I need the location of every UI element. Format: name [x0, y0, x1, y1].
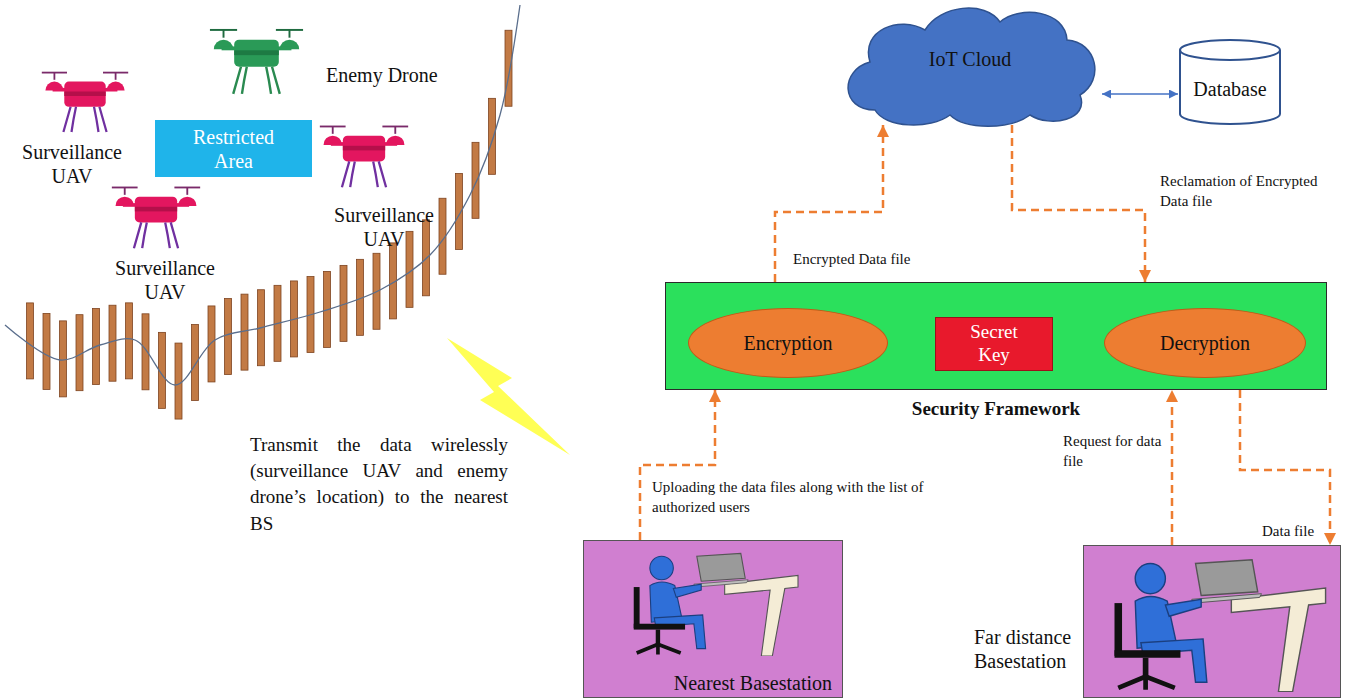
signal-bar	[109, 305, 116, 381]
signal-bar	[126, 303, 133, 379]
node-text: Restricted Area	[179, 125, 289, 173]
connector-arrow	[1240, 390, 1330, 545]
basestation-ground	[583, 540, 843, 698]
node-text: Database	[1193, 63, 1266, 101]
cylinder-shape	[1180, 40, 1280, 124]
database-cylinder: Database	[1178, 38, 1282, 126]
signal-bar	[43, 313, 50, 389]
framework-box: Security FrameworkEncryptionSecret KeyDe…	[665, 282, 1327, 390]
signal-bar	[472, 142, 479, 218]
signal-bar	[225, 299, 232, 375]
process-oval: Encryption	[688, 308, 888, 378]
enemy-drone	[210, 30, 303, 94]
basestation-box: Far distance Basestation	[1083, 545, 1341, 698]
connector-arrow	[640, 390, 715, 540]
cloud-node: IoT Cloud	[835, 0, 1105, 128]
node-text: Decryption	[1160, 331, 1250, 355]
node-text: Far distance Basestation	[974, 625, 1080, 673]
signal-bar	[192, 325, 199, 401]
node-text: Nearest Basestation	[674, 671, 832, 695]
restricted-area: Restricted Area	[155, 120, 312, 177]
edge-label: Encrypted Data file	[793, 250, 953, 270]
connector-arrow	[1171, 390, 1174, 545]
node-text: Secret Key	[959, 321, 1029, 367]
cloud-shape	[848, 8, 1095, 126]
signal-bar	[489, 98, 496, 174]
signal-curve	[5, 5, 520, 385]
basestation-ground	[1083, 545, 1341, 698]
signal-bar	[27, 303, 34, 379]
key-box: Secret Key	[935, 317, 1053, 371]
drone-label: Surveillance UAV	[105, 256, 225, 304]
drone-label: Enemy Drone	[326, 63, 486, 87]
drone-label: Surveillance UAV	[12, 140, 132, 188]
signal-bar	[423, 220, 430, 296]
operator-figure	[1115, 560, 1326, 692]
surveillance-drone	[42, 73, 128, 132]
signal-bar	[505, 30, 512, 106]
edge-label: Data file	[1262, 522, 1322, 542]
signal-bar	[60, 321, 67, 397]
signal-bar	[76, 315, 83, 391]
signal-bar	[406, 231, 413, 307]
edge-label: Reclamation of Encrypted Data file	[1160, 172, 1320, 211]
surveillance-drone	[112, 187, 200, 248]
node-text: IoT Cloud	[929, 47, 1011, 81]
note-text: Transmit the data wirelessly (surveillan…	[250, 432, 508, 537]
operator-figure	[634, 553, 798, 656]
signal-bar	[175, 343, 182, 419]
edge-label: Uploading the data files along with the …	[652, 478, 937, 517]
connector-arrow	[1012, 125, 1145, 282]
surveillance-drone	[320, 126, 408, 187]
edge-label: Request for data file	[1063, 432, 1163, 471]
node-text: Encryption	[744, 331, 833, 355]
basestation-box: Nearest Basestation	[583, 540, 843, 698]
signal-bars	[27, 30, 513, 419]
signal-bar	[208, 306, 215, 382]
process-oval: Decryption	[1104, 308, 1306, 378]
node-text: Security Framework	[666, 398, 1326, 421]
connector-arrow	[1102, 93, 1178, 95]
drone-label: Surveillance UAV	[322, 203, 446, 251]
